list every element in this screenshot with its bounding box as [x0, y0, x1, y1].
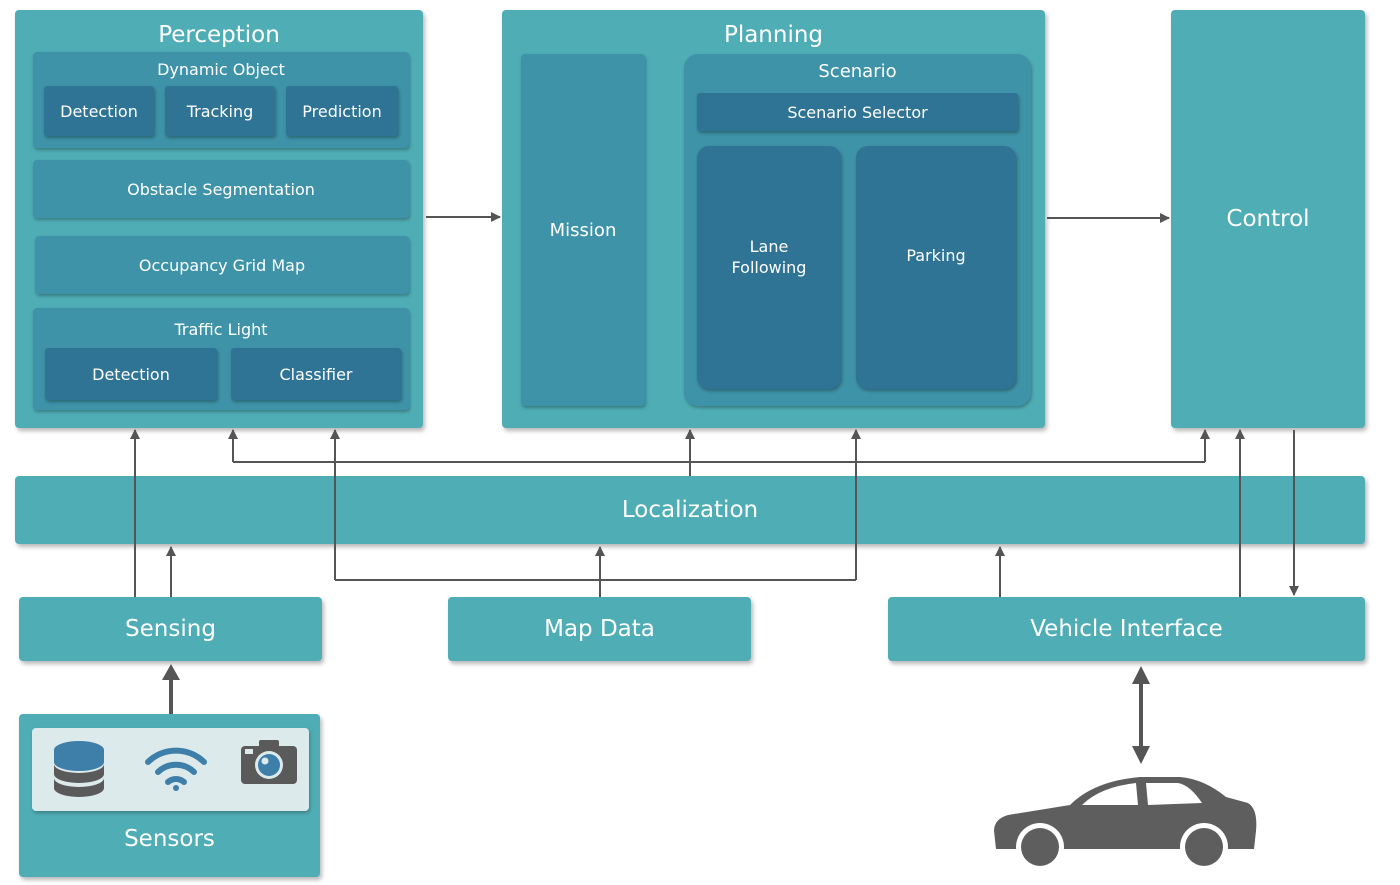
map-data-module: Map Data — [448, 597, 751, 661]
perception-module: Perception Dynamic Object Detection Trac… — [15, 10, 423, 428]
control-module: Control — [1171, 10, 1365, 428]
database-icon — [54, 741, 104, 797]
dynamic-object-detection: Detection — [44, 86, 154, 136]
planning-module: Planning Mission Scenario Scenario Selec… — [502, 10, 1045, 428]
scenario-group: Scenario Scenario Selector Lane Followin… — [684, 54, 1031, 406]
sensors-title: Sensors — [124, 826, 215, 852]
scenario-selector: Scenario Selector — [697, 93, 1018, 131]
camera-icon — [241, 740, 297, 784]
traffic-light-group: Traffic Light Detection Classifier — [33, 308, 409, 410]
dynamic-object-tracking: Tracking — [165, 86, 275, 136]
sensing-module: Sensing — [19, 597, 322, 661]
scenario-title: Scenario — [818, 61, 897, 82]
dynamic-object-prediction: Prediction — [286, 86, 398, 136]
mission-block: Mission — [521, 54, 645, 406]
traffic-light-classifier: Classifier — [231, 348, 401, 400]
sensors-module: Sensors — [19, 714, 320, 877]
parking: Parking — [856, 146, 1016, 389]
vehicle-interface-module: Vehicle Interface — [888, 597, 1365, 661]
sensors-icon-panel — [32, 728, 309, 811]
car-icon — [994, 777, 1257, 871]
dynamic-object-group: Dynamic Object Detection Tracking Predic… — [33, 52, 409, 148]
traffic-light-detection: Detection — [45, 348, 217, 400]
localization-module: Localization — [15, 476, 1365, 544]
dynamic-object-title: Dynamic Object — [157, 60, 285, 79]
occupancy-grid-map: Occupancy Grid Map — [35, 236, 409, 294]
traffic-light-title: Traffic Light — [174, 320, 268, 339]
obstacle-segmentation: Obstacle Segmentation — [33, 160, 409, 218]
planning-title: Planning — [723, 22, 824, 48]
wireless-signal-icon — [145, 747, 207, 791]
lane-following: Lane Following — [697, 146, 841, 389]
perception-title: Perception — [158, 22, 280, 48]
